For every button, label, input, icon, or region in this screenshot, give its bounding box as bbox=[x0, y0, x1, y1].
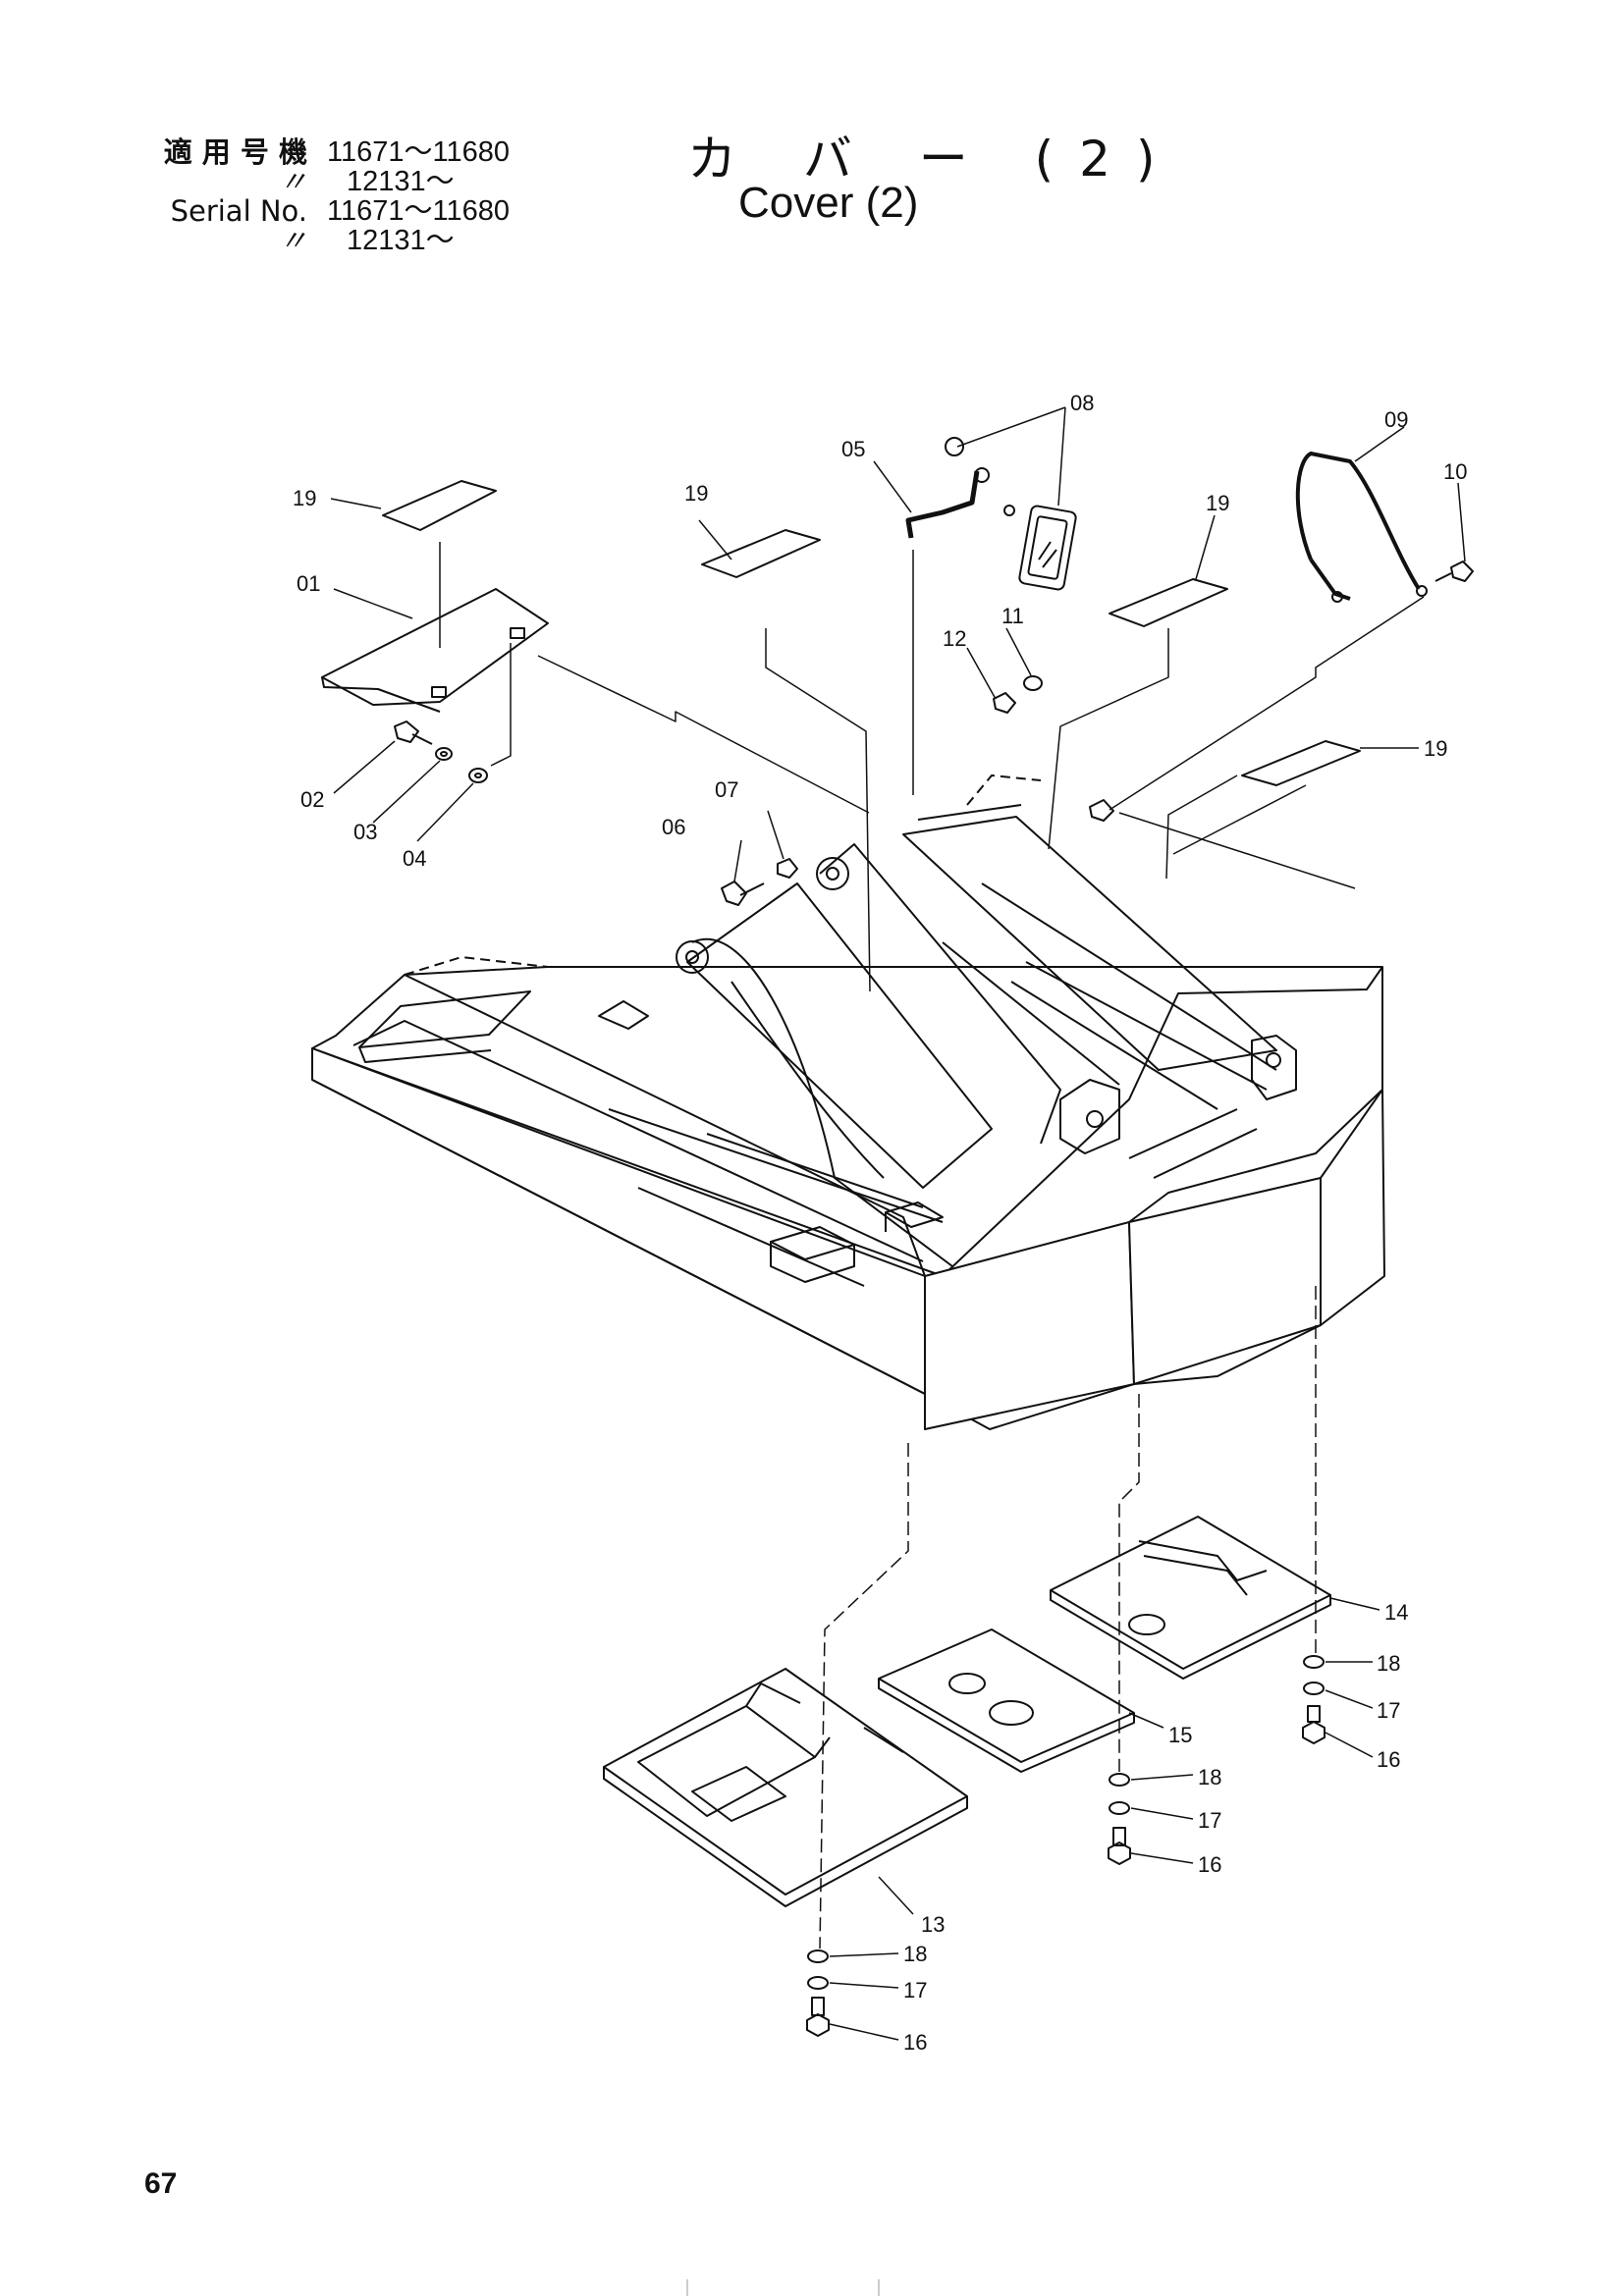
floor-plate-13 bbox=[603, 1668, 968, 1907]
callout-07: 07 bbox=[715, 777, 738, 802]
scan-artifacts bbox=[686, 2279, 880, 2296]
callout-19: 19 bbox=[1424, 736, 1447, 761]
cover-plate-01 bbox=[321, 588, 549, 713]
callout-05: 05 bbox=[841, 437, 865, 461]
callout-leaders bbox=[330, 406, 1466, 2041]
callout-13: 13 bbox=[921, 1912, 945, 1937]
callout-12: 12 bbox=[943, 626, 966, 651]
callout-08: 08 bbox=[1070, 391, 1094, 415]
sticker-19 bbox=[382, 480, 1361, 786]
serial-value: 12131～ bbox=[347, 166, 455, 197]
callout-11: 11 bbox=[1001, 604, 1024, 628]
serial-row: 〃 12131～ bbox=[133, 167, 510, 196]
serial-row: 適 用 号 機 11671～11680 bbox=[133, 137, 510, 167]
serial-value: 11671～11680 bbox=[327, 136, 510, 168]
page-number: 67 bbox=[144, 2167, 178, 2200]
callout-16: 16 bbox=[903, 2030, 927, 2055]
callout-10: 10 bbox=[1443, 459, 1467, 484]
callout-19: 19 bbox=[684, 481, 708, 506]
callout-19: 19 bbox=[1206, 491, 1229, 515]
main-frame bbox=[311, 774, 1385, 1430]
floor-plate-15 bbox=[878, 1629, 1135, 1773]
serial-key: 適 用 号 機 bbox=[163, 135, 307, 169]
handrail-09 bbox=[1295, 452, 1428, 603]
bolt-stack-right bbox=[1302, 1655, 1325, 1744]
callout-16: 16 bbox=[1198, 1852, 1221, 1877]
callout-18: 18 bbox=[903, 1942, 927, 1966]
serial-key: 〃 bbox=[278, 165, 307, 198]
callout-17: 17 bbox=[903, 1978, 927, 2002]
callout-03: 03 bbox=[353, 820, 377, 844]
serial-row: Serial No. 11671～11680 bbox=[133, 196, 510, 226]
callout-18: 18 bbox=[1377, 1651, 1400, 1676]
serial-row: 〃 12131～ bbox=[133, 226, 510, 255]
callout-15: 15 bbox=[1168, 1723, 1192, 1747]
bolt-stack-middle bbox=[1108, 1773, 1131, 1865]
floor-plate-14 bbox=[1050, 1516, 1331, 1680]
serial-number-table: 適 用 号 機 11671～11680 〃 12131～ Serial No. … bbox=[133, 137, 510, 255]
callout-14: 14 bbox=[1384, 1600, 1408, 1625]
callout-18: 18 bbox=[1198, 1765, 1221, 1789]
callout-01: 01 bbox=[297, 571, 320, 596]
callout-17: 17 bbox=[1198, 1808, 1221, 1833]
mirror-08 bbox=[945, 437, 1077, 591]
callout-19: 19 bbox=[293, 486, 316, 510]
assembly-lines bbox=[439, 542, 1425, 1949]
callout-06: 06 bbox=[662, 815, 685, 839]
serial-key: 〃 bbox=[278, 224, 307, 257]
callout-labels: 19 01 02 03 04 05 19 19 08 09 10 11 12 1… bbox=[293, 391, 1467, 2055]
callout-09: 09 bbox=[1384, 407, 1408, 432]
mirror-bracket-05 bbox=[905, 470, 980, 539]
serial-value: 12131～ bbox=[347, 225, 455, 256]
serial-key: Serial No. bbox=[170, 194, 307, 228]
page-title-japanese: カ バ ー (2) bbox=[687, 131, 1181, 187]
bolts-and-washers bbox=[394, 561, 1474, 906]
callout-16: 16 bbox=[1377, 1747, 1400, 1772]
callout-02: 02 bbox=[300, 787, 324, 812]
callout-04: 04 bbox=[403, 846, 426, 871]
callout-17: 17 bbox=[1377, 1698, 1400, 1723]
bolt-stack-left bbox=[806, 1949, 830, 2037]
page-title: Cover (2) bbox=[738, 179, 919, 227]
serial-value: 11671～11680 bbox=[327, 195, 510, 227]
